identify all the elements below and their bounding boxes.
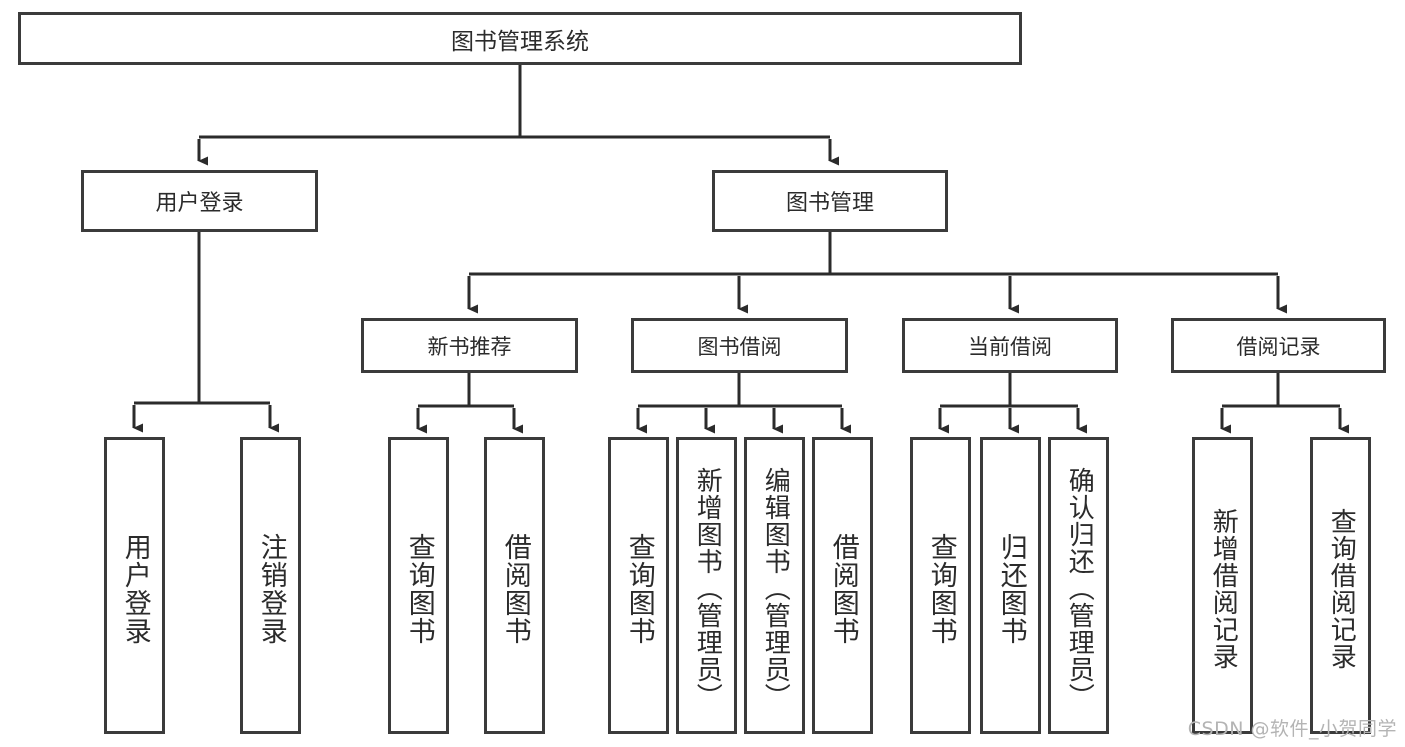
leaf-confirm-return-admin[interactable]: 确认归还（管理员） (1048, 437, 1109, 734)
node-borrow-record[interactable]: 借阅记录 (1171, 318, 1386, 373)
leaf-label: 归还图书 (995, 532, 1027, 645)
node-book-borrow[interactable]: 图书借阅 (631, 318, 848, 373)
leaf-add-book-admin[interactable]: 新增图书（管理员） (676, 437, 737, 734)
leaf-label: 注销登录 (255, 532, 287, 645)
watermark: CSDN @软件_小贺同学 (1187, 718, 1397, 740)
leaf-label: 借阅图书 (499, 532, 531, 645)
node-label: 图书借阅 (697, 334, 782, 359)
node-current-borrow[interactable]: 当前借阅 (902, 318, 1118, 373)
node-label: 当前借阅 (968, 334, 1052, 359)
leaf-query-book-borrow[interactable]: 查询图书 (608, 437, 669, 734)
leaf-label: 查询图书 (925, 532, 957, 645)
leaf-user-login[interactable]: 用户登录 (104, 437, 165, 734)
leaf-logout[interactable]: 注销登录 (240, 437, 301, 734)
leaf-label: 查询图书 (623, 532, 655, 645)
node-root-book-management-system[interactable]: 图书管理系统 (18, 12, 1022, 65)
leaf-query-book-recommend[interactable]: 查询图书 (388, 437, 449, 734)
node-label: 借阅记录 (1236, 334, 1321, 359)
leaf-label: 查询图书 (403, 532, 435, 645)
leaf-edit-book-admin[interactable]: 编辑图书（管理员） (744, 437, 805, 734)
leaf-return-book[interactable]: 归还图书 (980, 437, 1041, 734)
node-label: 图书管理系统 (451, 28, 589, 55)
leaf-label: 新增图书（管理员） (692, 467, 723, 710)
node-label: 用户登录 (155, 191, 244, 216)
leaf-query-book-current[interactable]: 查询图书 (910, 437, 971, 734)
leaf-label: 用户登录 (119, 532, 151, 645)
node-book-management[interactable]: 图书管理 (712, 170, 948, 232)
node-new-book-recommend[interactable]: 新书推荐 (361, 318, 578, 373)
node-label: 图书管理 (785, 191, 874, 216)
leaf-borrow-book[interactable]: 借阅图书 (812, 437, 873, 734)
leaf-label: 新增借阅记录 (1208, 507, 1239, 670)
leaf-label: 借阅图书 (827, 532, 859, 645)
leaf-add-borrow-record[interactable]: 新增借阅记录 (1192, 437, 1253, 734)
node-user-login[interactable]: 用户登录 (81, 170, 318, 232)
leaf-borrow-book-recommend[interactable]: 借阅图书 (484, 437, 545, 734)
leaf-label: 编辑图书（管理员） (760, 467, 791, 710)
leaf-label: 查询借阅记录 (1326, 507, 1357, 670)
leaf-query-borrow-record[interactable]: 查询借阅记录 (1310, 437, 1371, 734)
leaf-label: 确认归还（管理员） (1064, 467, 1095, 710)
node-label: 新书推荐 (427, 334, 512, 359)
